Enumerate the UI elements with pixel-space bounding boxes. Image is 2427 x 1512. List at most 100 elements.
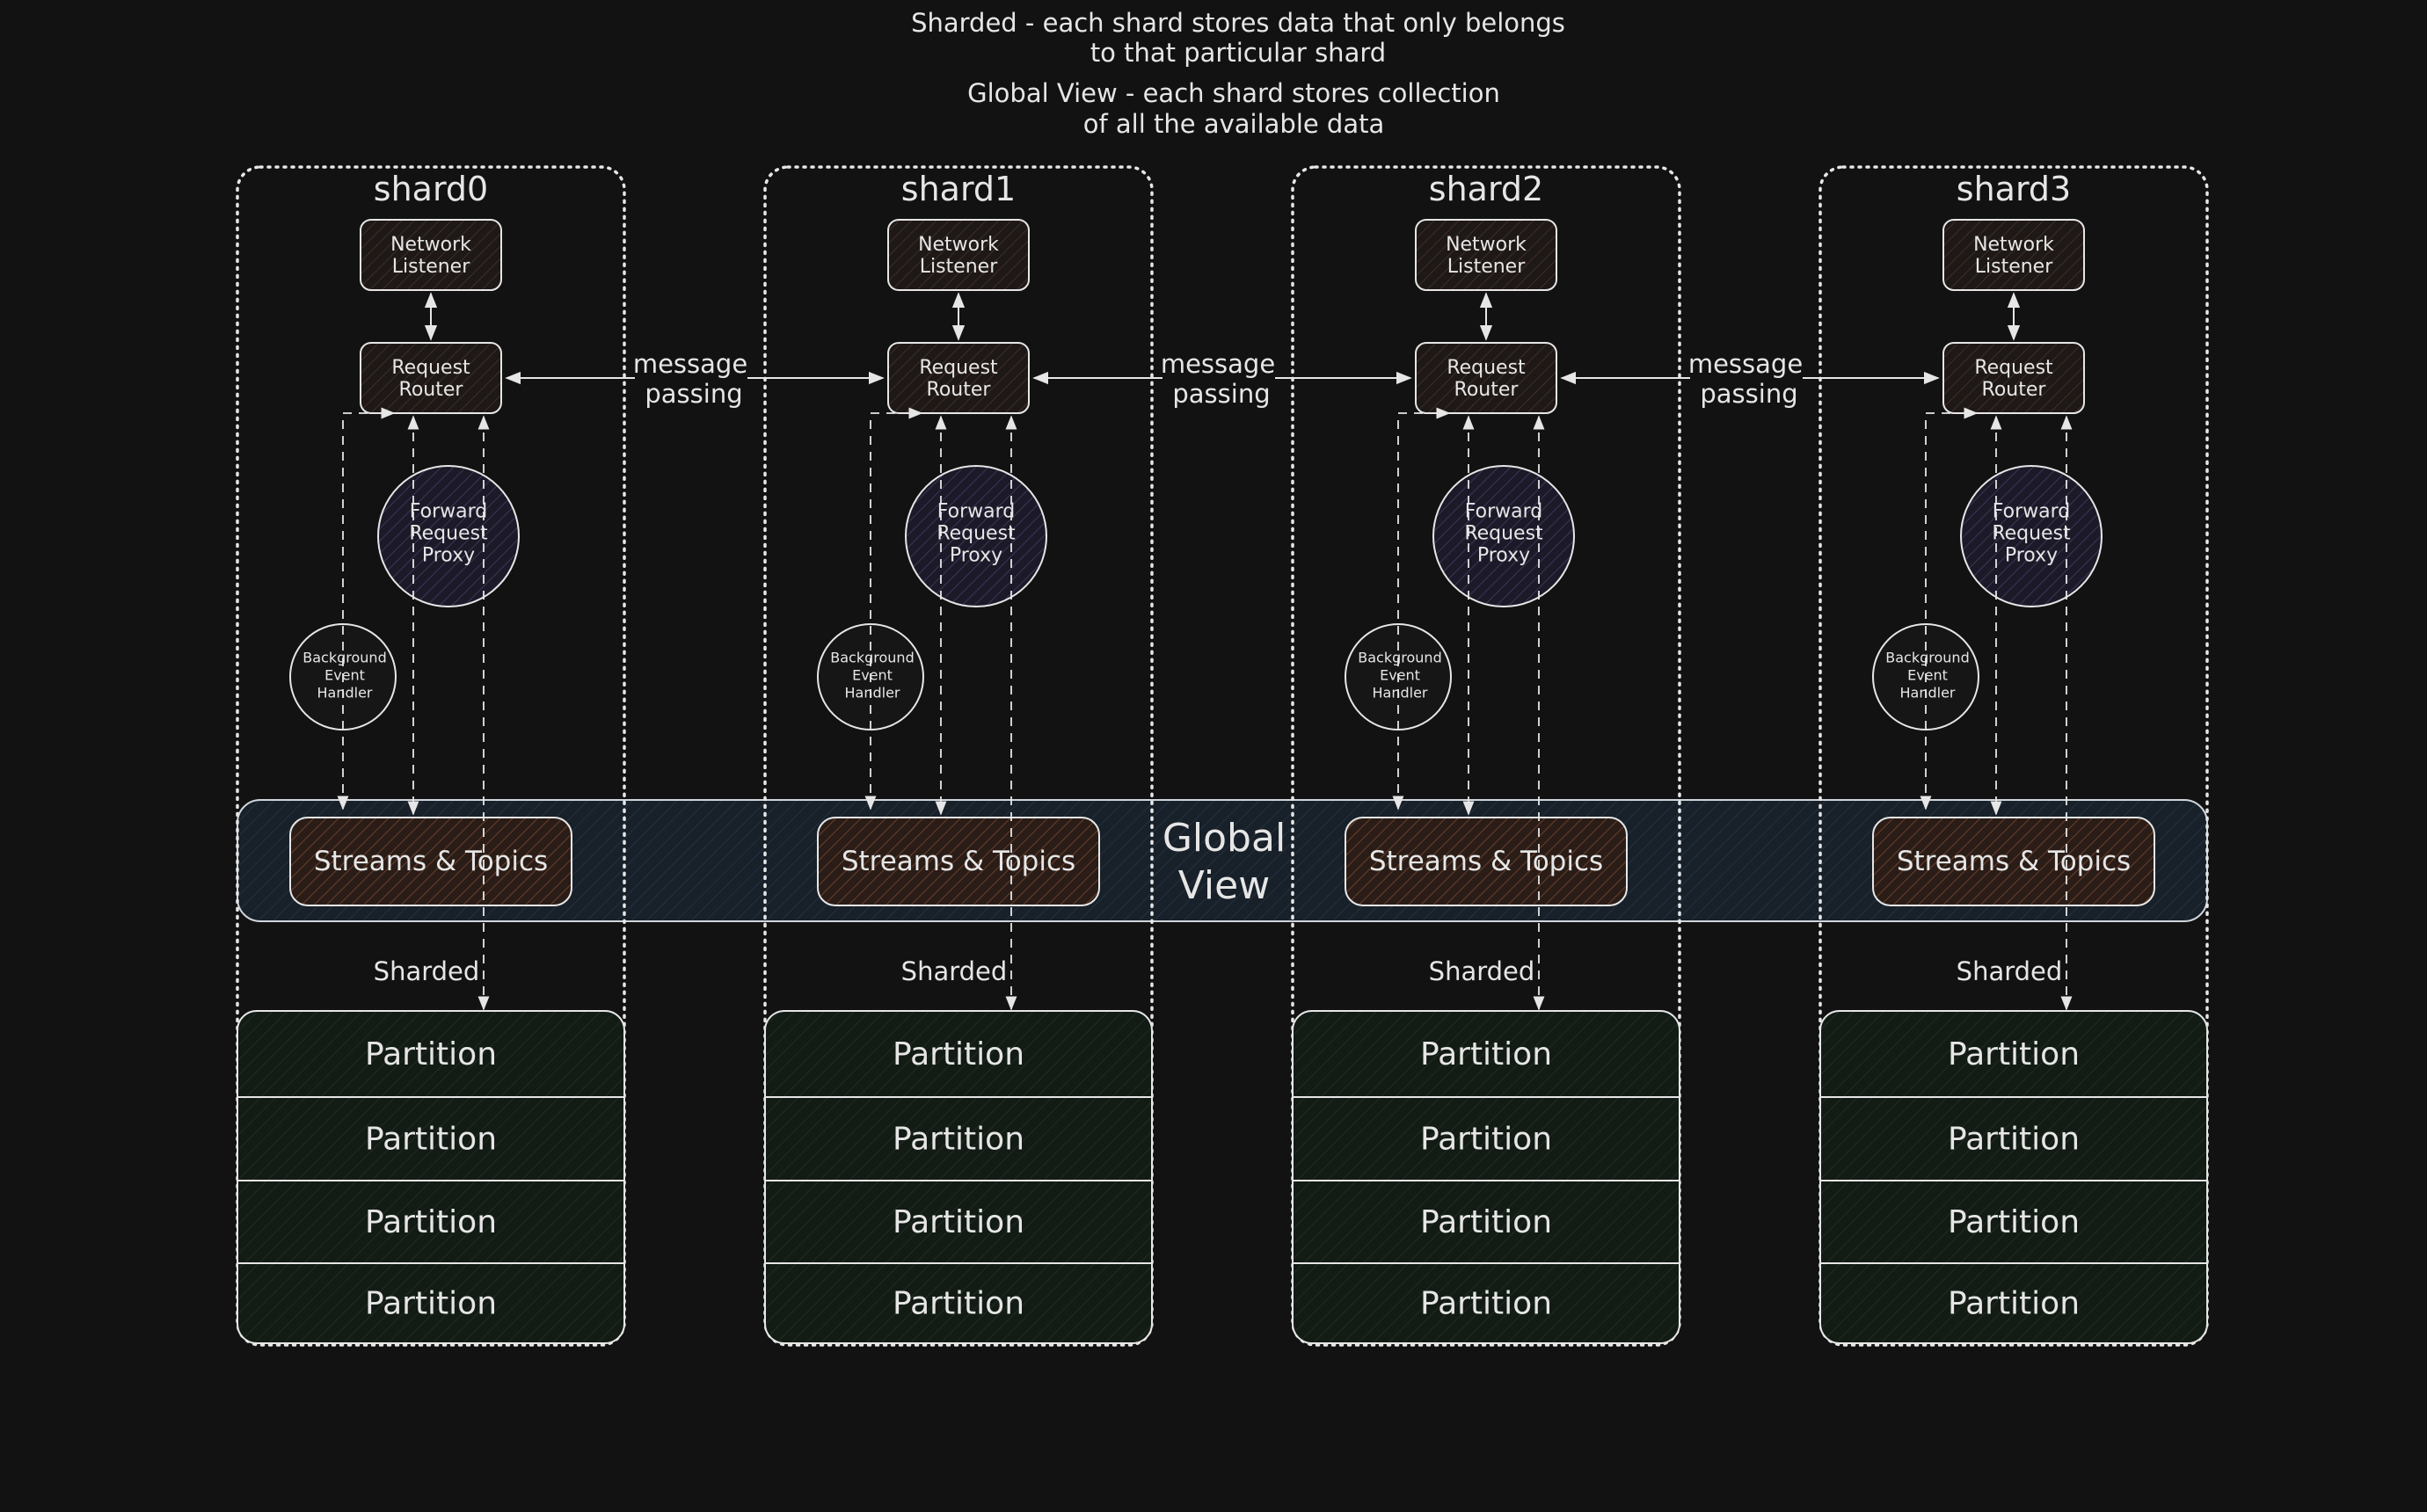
sharded-label: Sharded — [374, 956, 480, 986]
request-router-label-line: Router — [927, 379, 992, 401]
forward-request-proxy-label-line: Request — [1992, 523, 2071, 545]
streams-topics-label: Streams & Topics — [1897, 846, 2131, 877]
partition-0: Partition — [1948, 1036, 2080, 1072]
background-event-handler-label-line: Background — [1358, 650, 1441, 666]
partition-1: Partition — [365, 1122, 497, 1158]
partition-1: Partition — [893, 1122, 1024, 1158]
background-event-handler-label-line: Handler — [845, 685, 900, 701]
global-view-label-line2: View — [1178, 863, 1270, 908]
shard-title: shard1 — [901, 170, 1016, 208]
forward-request-proxy-label-line: Forward — [410, 501, 487, 523]
network-listener-box — [887, 219, 1030, 291]
network-listener-box — [1415, 219, 1557, 291]
global-view-label-line1: Global — [1162, 816, 1286, 861]
forward-request-proxy-label-line: Request — [937, 523, 1016, 545]
streams-topics-box — [1872, 817, 2155, 906]
network-listener-box — [360, 219, 502, 291]
partition-3: Partition — [365, 1286, 497, 1322]
message-passing-line2: passing — [1172, 379, 1270, 409]
partition-stack-box — [1292, 1010, 1680, 1344]
sharded-label: Sharded — [1429, 956, 1535, 986]
request-router-label-line: Request — [1447, 357, 1526, 379]
message-passing-line1: message — [633, 349, 747, 379]
forward-request-proxy-label-line: Proxy — [950, 545, 1002, 567]
shard-2: shard2NetworkListenerRequestRouterForwar… — [1291, 165, 1681, 1347]
network-listener-label-line: Listener — [1447, 256, 1526, 278]
shard-title: shard2 — [1429, 170, 1543, 208]
partition-stack-box — [237, 1010, 625, 1344]
message-passing-label-bg — [635, 345, 747, 411]
background-event-handler-label-line: Handler — [1373, 685, 1428, 701]
streams-topics: Streams & Topics — [1345, 817, 1628, 906]
partition-0: Partition — [365, 1036, 497, 1072]
streams-topics-box — [289, 817, 572, 906]
network-listener-box — [1942, 219, 2085, 291]
shard-boundary — [1291, 165, 1681, 1347]
background-event-handler-label-line: Background — [830, 650, 914, 666]
shard-3: shard3NetworkListenerRequestRouterForwar… — [1818, 165, 2209, 1347]
network-listener-label-line: Network — [1973, 234, 2054, 256]
message-passing-label-bg — [1162, 345, 1275, 411]
forward-request-proxy-label-line: Request — [1464, 523, 1543, 545]
shard-boundary — [236, 165, 626, 1347]
background-handler-connector — [1920, 407, 1979, 811]
streams-topics: Streams & Topics — [1872, 817, 2155, 906]
network-listener-label-line: Network — [390, 234, 471, 256]
forward-request-proxy-label-line: Proxy — [422, 545, 475, 567]
message-passing-links: messagepassingmessagepassingmessagepassi… — [505, 345, 1940, 411]
message-passing-line1: message — [1688, 349, 1803, 379]
network-listener-label-line: Listener — [920, 256, 998, 278]
forward-request-proxy-label-line: Proxy — [1477, 545, 1530, 567]
partition-stack-box — [764, 1010, 1153, 1344]
forward-request-proxy-label-line: Forward — [937, 501, 1015, 523]
partition-0: Partition — [1420, 1036, 1552, 1072]
shard-boundary — [763, 165, 1154, 1347]
shard-1: shard1NetworkListenerRequestRouterForwar… — [763, 165, 1154, 1347]
legend: Sharded - each shard stores data that on… — [911, 8, 1565, 139]
background-event-handler-label-line: Background — [302, 650, 386, 666]
partition-2: Partition — [893, 1204, 1024, 1240]
message-passing-line2: passing — [1700, 379, 1797, 409]
background-event-handler-label-line: Event — [1380, 667, 1420, 684]
partition-2: Partition — [365, 1204, 497, 1240]
request-router-label-line: Request — [1974, 357, 2053, 379]
request-router-label-line: Request — [391, 357, 470, 379]
message-passing-label-bg — [1690, 345, 1803, 411]
legend-global-line1: Global View - each shard stores collecti… — [967, 78, 1500, 108]
network-listener-label-line: Network — [918, 234, 999, 256]
streams-topics: Streams & Topics — [289, 817, 572, 906]
request-router-box — [1942, 342, 2085, 414]
partition-3: Partition — [893, 1286, 1024, 1322]
partition-stack-box — [1819, 1010, 2208, 1344]
streams-topics-label: Streams & Topics — [314, 846, 548, 877]
streams-topics-box — [1345, 817, 1628, 906]
network-listener-label-line: Listener — [1975, 256, 2053, 278]
legend-sharded-line1: Sharded - each shard stores data that on… — [911, 8, 1565, 38]
shard-title: shard3 — [1957, 170, 2071, 208]
streams-topics-label: Streams & Topics — [842, 846, 1075, 877]
shard-0: shard0NetworkListenerRequestRouterForwar… — [236, 165, 626, 1347]
partition-3: Partition — [1948, 1286, 2080, 1322]
legend-global-line2: of all the available data — [1083, 109, 1385, 139]
request-router-label-line: Request — [919, 357, 998, 379]
partition-1: Partition — [1948, 1122, 2080, 1158]
forward-request-proxy-label-line: Request — [409, 523, 488, 545]
sharded-label: Sharded — [1957, 956, 2063, 986]
streams-topics-label: Streams & Topics — [1369, 846, 1603, 877]
background-handler-connector — [864, 407, 923, 811]
shard-title: shard0 — [374, 170, 488, 208]
streams-topics-box — [817, 817, 1100, 906]
